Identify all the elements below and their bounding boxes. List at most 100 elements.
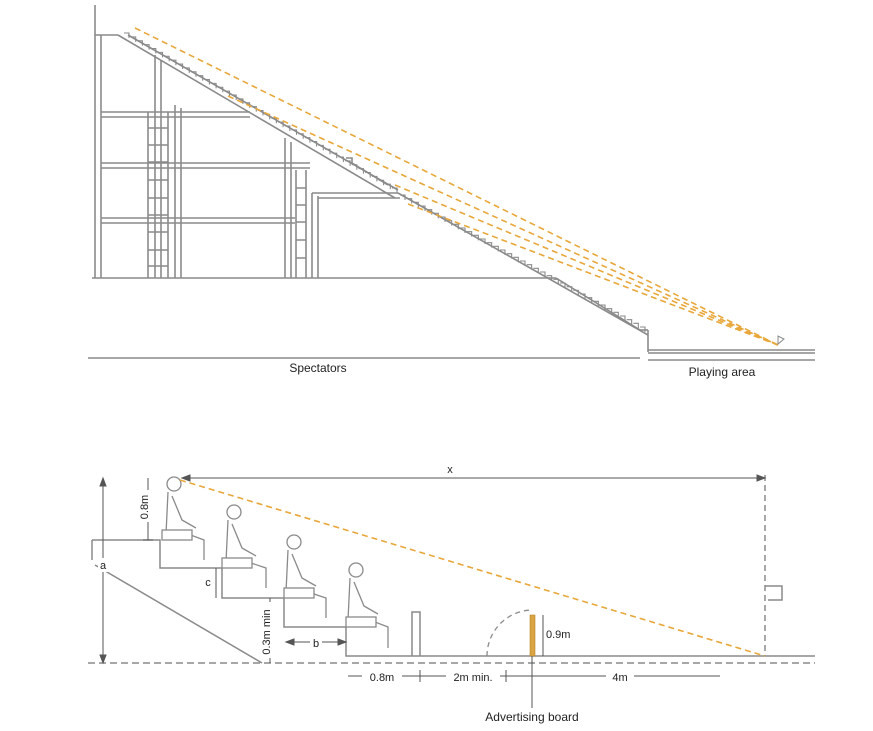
sightline-upper: [134, 27, 779, 346]
upper-tier-step: [338, 156, 344, 162]
upper-tier-step: [170, 59, 177, 66]
lower-tier-step: [526, 264, 533, 270]
upper-tier-step: [298, 133, 304, 139]
seating-section: [88, 475, 815, 664]
stadium-section: [92, 5, 815, 354]
lower-tier-step: [473, 234, 479, 241]
upper-tier-step: [318, 144, 324, 151]
upper-tier-step: [351, 164, 358, 170]
gap-play-bg: [606, 670, 634, 684]
dim-b-arrows: [284, 638, 348, 646]
c-label-bg: [203, 575, 214, 589]
goal-flag: [765, 585, 783, 601]
gap-board-bg: [446, 670, 500, 684]
lower-tier-step: [500, 249, 506, 255]
upper-tier-step: [304, 137, 311, 143]
gap-front-bg: [362, 670, 402, 684]
upper-tier-step: [358, 168, 365, 174]
terrace-soffit: [94, 564, 263, 664]
spectators-figures: [161, 476, 389, 648]
dim-a-arrows: [99, 476, 107, 665]
lower-tier-step: [486, 242, 493, 248]
upper-tier-step: [124, 32, 130, 38]
upper-tier-step: [325, 148, 331, 155]
lower-tier-step: [580, 293, 586, 299]
upper-tier-step: [150, 47, 157, 54]
lower-tier-step: [546, 275, 553, 281]
lower-tier-step: [620, 315, 626, 321]
x-label-bg: [444, 462, 456, 476]
upper-tier-step: [284, 125, 291, 131]
lower-tier-step: [453, 223, 459, 230]
upper-tier-step: [378, 179, 385, 186]
upper-tier-step: [184, 67, 190, 73]
lower-tier-step: [586, 297, 593, 303]
upper-tier-step: [164, 55, 170, 62]
lower-tier-step: [540, 271, 546, 277]
upper-tier-step: [278, 121, 284, 128]
terrace-profile: [92, 539, 420, 657]
lower-tier-step: [420, 205, 426, 211]
playing-area-label: Playing area: [689, 365, 756, 379]
eye-label-bg: [141, 490, 155, 522]
spectator-2: [221, 504, 267, 588]
stair-treads-1: [148, 127, 168, 267]
dim-b-label: b: [313, 638, 319, 650]
dim-x-arrows: [180, 474, 767, 482]
sightline-lower: [394, 184, 779, 346]
lower-tier-underside: [397, 192, 649, 336]
advertising-board-label: Advertising board: [485, 710, 578, 724]
lower-tier-step: [506, 253, 513, 259]
upper-tier-step: [291, 129, 298, 135]
dimensions: [99, 474, 767, 708]
upper-tier-step: [217, 86, 224, 93]
upper-tier-step: [130, 36, 137, 42]
sightline-mid: [227, 95, 779, 346]
front-barrier: [411, 611, 421, 656]
upper-tier-step: [177, 63, 184, 69]
upper-tier-step: [157, 51, 164, 58]
lower-tier-step: [466, 231, 473, 237]
tier-steps: [124, 32, 646, 332]
lower-tier-step: [553, 278, 559, 285]
upper-tier-step: [392, 187, 398, 193]
upper-tier-step: [365, 171, 371, 178]
dim-gap-front-label: 0.8m: [370, 672, 394, 684]
lower-tier-step: [566, 286, 573, 292]
b-label-bg: [310, 636, 322, 650]
top-sightlines: [134, 27, 779, 346]
dim-gap-board-label: 2m min.: [453, 672, 492, 684]
a-label-bg: [98, 558, 109, 572]
spectators-label: Spectators: [289, 361, 346, 375]
upper-tier-step: [224, 90, 231, 97]
lower-tier-step: [520, 260, 526, 266]
spectator-1: [161, 476, 205, 560]
upper-tier-step: [331, 152, 338, 159]
advertising-board: [529, 614, 536, 657]
lower-tier-step: [406, 198, 413, 204]
upper-tier-step: [237, 98, 244, 104]
upper-tier-step: [191, 71, 197, 77]
upper-tier-step: [311, 140, 318, 147]
upper-tier-step: [345, 160, 351, 166]
upper-tier-step: [137, 40, 143, 46]
dimension-labels: x a 0.8m c 0.3m min b 0.9m 0.8m 2m min. …: [98, 462, 634, 724]
lower-tier-step: [413, 201, 419, 208]
dim-gap-play-label: 4m: [612, 672, 627, 684]
board-clearance-arc: [486, 609, 533, 657]
dim-eye-label: 0.8m: [139, 495, 151, 519]
lower-tier-step: [460, 227, 466, 233]
upper-tier-underside: [117, 34, 396, 199]
upper-tier-step: [204, 78, 210, 85]
upper-tier-step: [251, 106, 257, 112]
lower-tier-step: [613, 311, 619, 318]
lower-tier-step: [400, 194, 406, 200]
dim-a-label: a: [100, 560, 107, 572]
upper-tier-step: [371, 175, 378, 182]
riser-label-bg: [263, 602, 277, 658]
lower-tier-step: [640, 326, 646, 332]
stair-treads-2: [296, 187, 306, 259]
lower-tier-step: [433, 212, 439, 219]
focal-point-marker: [777, 335, 785, 346]
